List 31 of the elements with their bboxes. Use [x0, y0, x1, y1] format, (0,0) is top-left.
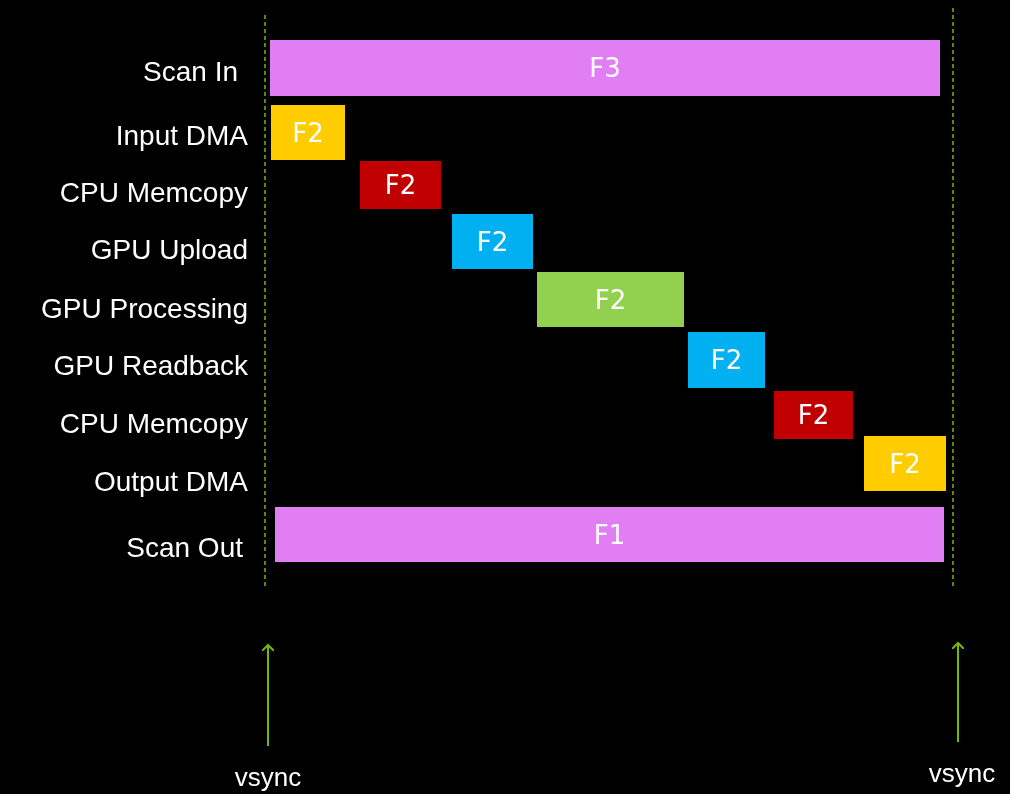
vsync-arrow: [261, 644, 275, 747]
frame-label: F2: [710, 345, 743, 375]
timeline-bar: [270, 40, 940, 96]
timeline-bar: [688, 332, 765, 388]
frame-label: F2: [476, 226, 509, 257]
timeline-bar: [774, 391, 853, 439]
vsync-label: vsync: [234, 762, 302, 792]
frame-label: F2: [797, 400, 830, 430]
timeline-bar: [452, 214, 533, 269]
row-label: GPU Processing: [41, 293, 248, 325]
row-label: GPU Upload: [90, 234, 248, 266]
timeline-bar: [537, 272, 684, 327]
row-label: Output DMA: [93, 466, 248, 498]
row-label: Scan In: [143, 56, 238, 88]
vsync-arrow: [951, 642, 965, 743]
frame-label: F2: [384, 170, 417, 200]
frame-label: F3: [589, 53, 621, 83]
row-label: Scan Out: [126, 532, 243, 564]
timeline-bar: [275, 507, 944, 562]
frame-label: F2: [292, 117, 324, 148]
vsync-label: vsync: [928, 758, 996, 788]
row-label: GPU Readback: [53, 350, 248, 382]
row-label: CPU Memcopy: [59, 177, 248, 209]
row-label: Input DMA: [115, 120, 248, 152]
timeline-bar: [271, 105, 345, 160]
row-label: CPU Memcopy: [59, 408, 248, 440]
frame-label: F1: [593, 519, 626, 550]
frame-label: F2: [594, 284, 627, 315]
timeline-bar: [360, 161, 441, 209]
frame-label: F2: [889, 448, 921, 479]
timeline-bar: [864, 436, 946, 491]
